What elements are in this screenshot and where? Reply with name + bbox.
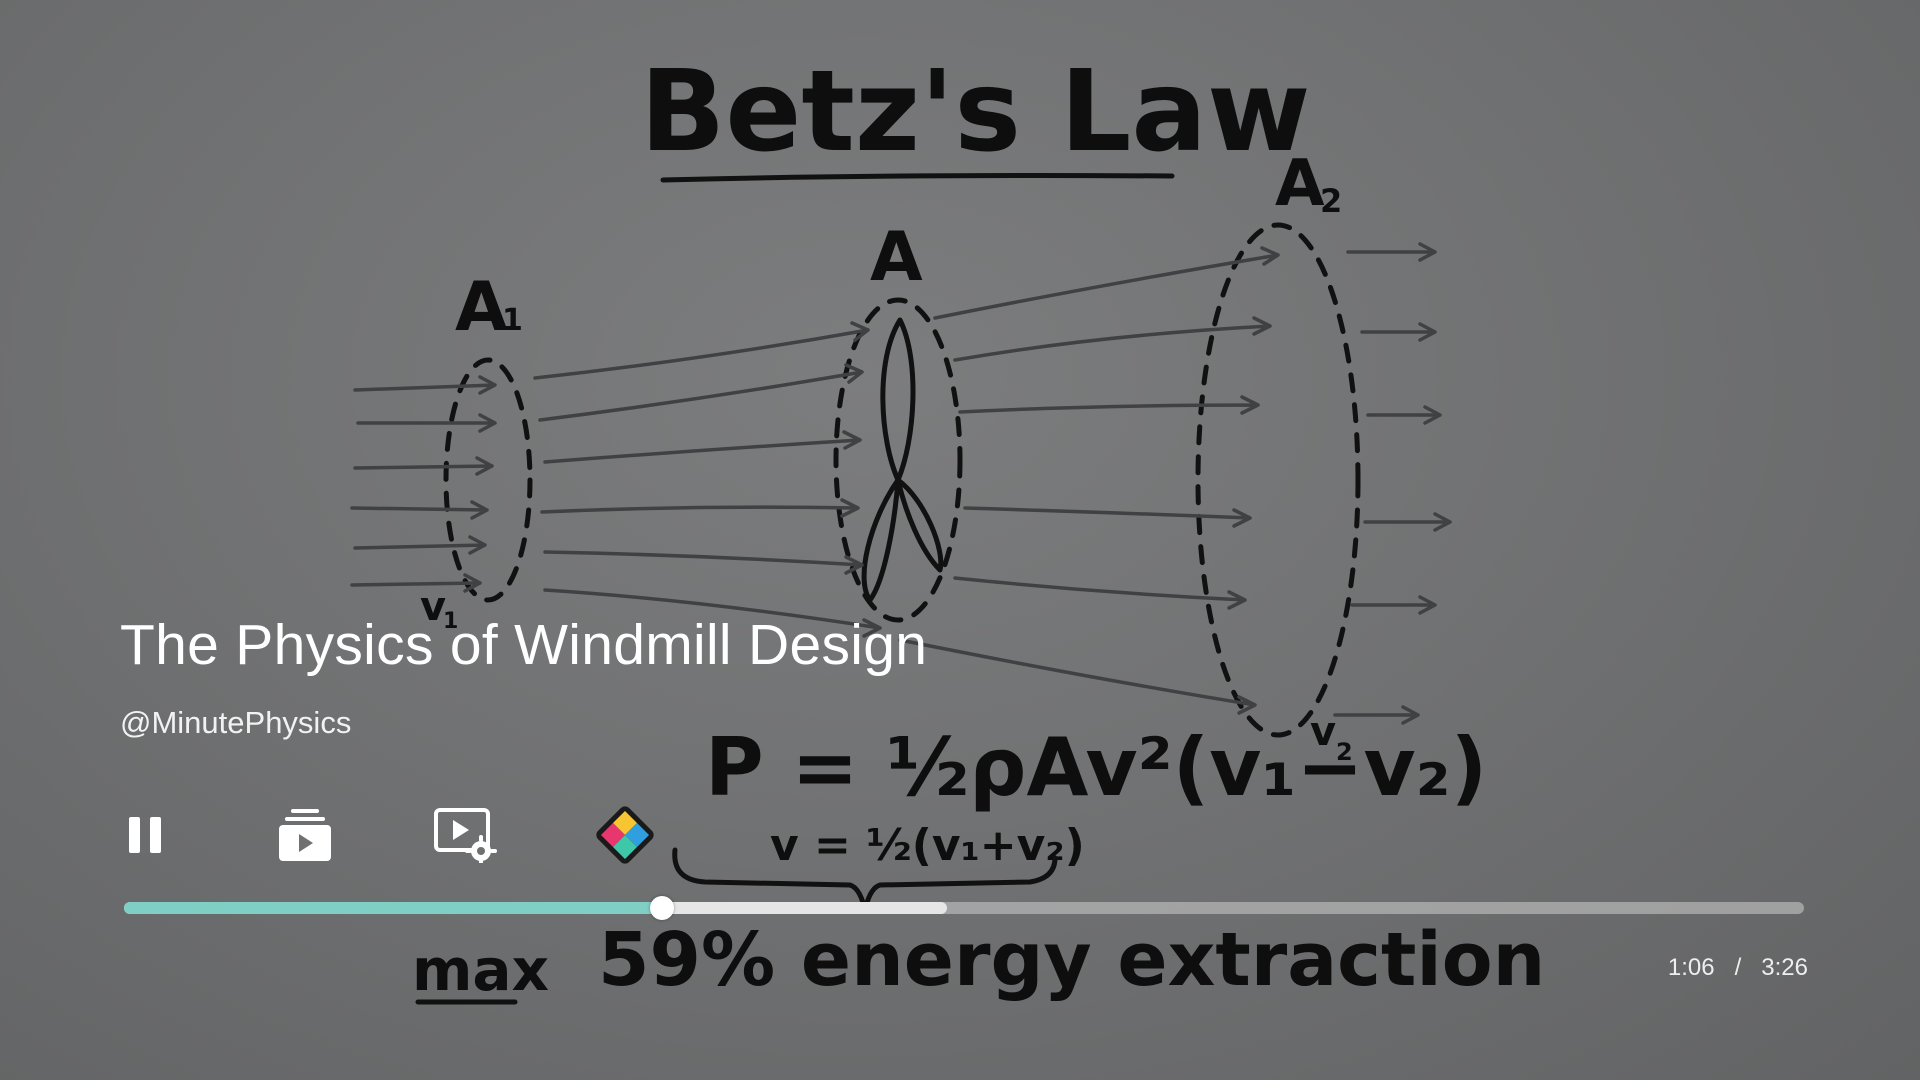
progress-played — [124, 902, 662, 914]
pause-button[interactable] — [110, 800, 180, 870]
total-duration: 3:26 — [1761, 954, 1808, 981]
ring-a2 — [1195, 222, 1361, 738]
video-settings-button[interactable] — [430, 800, 500, 870]
queue-play-icon — [279, 809, 331, 861]
elapsed-time: 1:06 — [1667, 954, 1715, 981]
label-v2: v — [1310, 709, 1336, 755]
formula-velocity: v = ½(v₁+v₂) — [770, 820, 1085, 871]
ring-a1 — [443, 357, 533, 603]
pause-icon — [129, 817, 161, 853]
middle-arrows — [533, 321, 882, 638]
exit-arrows — [1333, 242, 1452, 725]
formula-power: P = ½ρAv²(v₁−v₂) — [705, 721, 1487, 814]
video-settings-icon — [434, 808, 497, 863]
time-display: 1:06 / 3:26 — [1668, 954, 1808, 982]
incoming-arrows — [350, 375, 497, 593]
slide-heading: Betz's Law — [640, 47, 1310, 177]
heading-underline — [660, 173, 1175, 183]
turbine-blade-right — [895, 477, 944, 573]
label-v2-sub: 2 — [1336, 738, 1353, 766]
turbine-blade-left — [861, 477, 901, 603]
label-a2-sub: 2 — [1320, 182, 1342, 220]
queue-button[interactable] — [270, 800, 340, 870]
progress-bar[interactable] — [124, 896, 1804, 920]
conclusion-max: max — [412, 936, 549, 1004]
video-title: The Physics of Windmill Design — [120, 613, 928, 677]
channel-name[interactable]: @MinutePhysics — [120, 705, 352, 740]
label-a: A — [870, 218, 923, 297]
label-a1: A — [455, 268, 508, 347]
turbine-blade-top — [880, 317, 916, 483]
conclusion-text: 59% energy extraction — [598, 917, 1545, 1003]
expansion-arrows — [898, 246, 1280, 715]
label-a1-sub: 1 — [502, 303, 523, 338]
progress-scrubber[interactable] — [649, 896, 674, 920]
label-v1-sub: 1 — [443, 609, 458, 634]
label-a2: A — [1275, 147, 1325, 221]
app-button[interactable] — [590, 800, 660, 870]
ring-a — [833, 297, 963, 623]
app-logo-icon — [596, 806, 654, 864]
label-v1: v — [420, 584, 446, 630]
time-separator: / — [1734, 954, 1742, 981]
